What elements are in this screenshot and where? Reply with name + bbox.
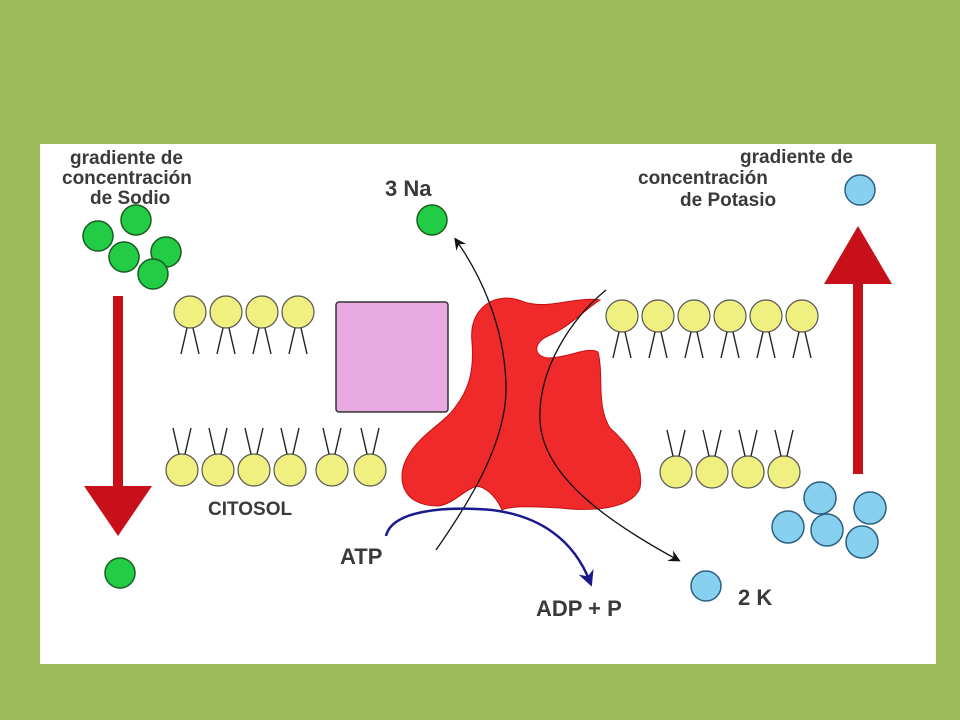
phospholipid-head <box>245 295 279 329</box>
phospholipid-tail <box>252 327 272 355</box>
phospholipid-tail <box>720 331 740 359</box>
phospholipid-head <box>785 299 819 333</box>
phospholipid-head <box>273 453 307 487</box>
phospholipid-tail <box>738 429 758 457</box>
sodium-gradient-label: gradiente de concentración de Sodio <box>62 148 197 209</box>
sodium-ion <box>82 220 114 252</box>
sodium-ion <box>104 557 136 589</box>
sodium-pathway-arrow <box>435 237 507 551</box>
phospholipid-tail <box>792 331 812 359</box>
phospholipid-head <box>237 453 271 487</box>
phospholipid-tail <box>288 327 308 355</box>
potassium-pathway-arrow <box>539 289 681 562</box>
phospholipid-head <box>165 453 199 487</box>
phospholipid-bilayer <box>165 295 819 489</box>
phospholipid-head <box>173 295 207 329</box>
potassium-gradient-up-arrow <box>824 226 892 474</box>
phospholipid-head <box>713 299 747 333</box>
phospholipid-head <box>641 299 675 333</box>
phospholipid-tail <box>612 331 632 359</box>
sodium-ion <box>137 258 169 290</box>
k-in-label: 2 K <box>738 585 772 610</box>
phospholipid-head <box>749 299 783 333</box>
phospholipid-head <box>605 299 639 333</box>
sodium-gradient-down-arrow <box>84 296 152 536</box>
potassium-gradient-label: gradiente de concentración de Potasio <box>638 147 858 211</box>
phospholipid-tail <box>280 427 300 455</box>
phospholipid-head <box>281 295 315 329</box>
potassium-ion <box>810 513 844 547</box>
phospholipid-head <box>353 453 387 487</box>
phospholipid-head <box>201 453 235 487</box>
phospholipid-tail <box>702 429 722 457</box>
phospholipid-tail <box>322 427 342 455</box>
adp-label: ADP + P <box>536 596 622 621</box>
phospholipid-head <box>731 455 765 489</box>
atp-hydrolysis-arrow <box>384 507 594 587</box>
sodium-ion <box>120 204 152 236</box>
diagram-panel: gradiente de concentración de Sodio 3 Na… <box>40 144 936 664</box>
potassium-ion-cluster <box>771 481 887 559</box>
phospholipid-tail <box>216 327 236 355</box>
sodium-ion-cluster <box>82 204 182 290</box>
potassium-ion <box>844 174 876 206</box>
channel-protein <box>335 301 449 413</box>
potassium-ion <box>690 570 722 602</box>
phospholipid-tail <box>648 331 668 359</box>
phospholipid-head <box>695 455 729 489</box>
sodium-potassium-pump <box>401 297 642 511</box>
phospholipid-head <box>315 453 349 487</box>
phospholipid-tail <box>244 427 264 455</box>
phospholipid-tail <box>774 429 794 457</box>
cytosol-label: CITOSOL <box>208 499 292 520</box>
sodium-ion <box>416 204 448 236</box>
phospholipid-tail <box>684 331 704 359</box>
phospholipid-tail <box>208 427 228 455</box>
na-out-label: 3 Na <box>385 176 432 201</box>
phospholipid-head <box>659 455 693 489</box>
sodium-potassium-pump-diagram: gradiente de concentración de Sodio 3 Na… <box>62 147 892 621</box>
phospholipid-head <box>677 299 711 333</box>
phospholipid-tail <box>360 427 380 455</box>
sodium-ion <box>108 241 140 273</box>
phospholipid-tail <box>666 429 686 457</box>
potassium-ion <box>803 481 837 515</box>
potassium-ion <box>771 510 805 544</box>
phospholipid-head <box>209 295 243 329</box>
phospholipid-head <box>767 455 801 489</box>
phospholipid-tail <box>756 331 776 359</box>
atp-label: ATP <box>340 544 382 569</box>
potassium-ion <box>853 491 887 525</box>
phospholipid-tail <box>180 327 200 355</box>
potassium-ion <box>845 525 879 559</box>
phospholipid-tail <box>172 427 192 455</box>
